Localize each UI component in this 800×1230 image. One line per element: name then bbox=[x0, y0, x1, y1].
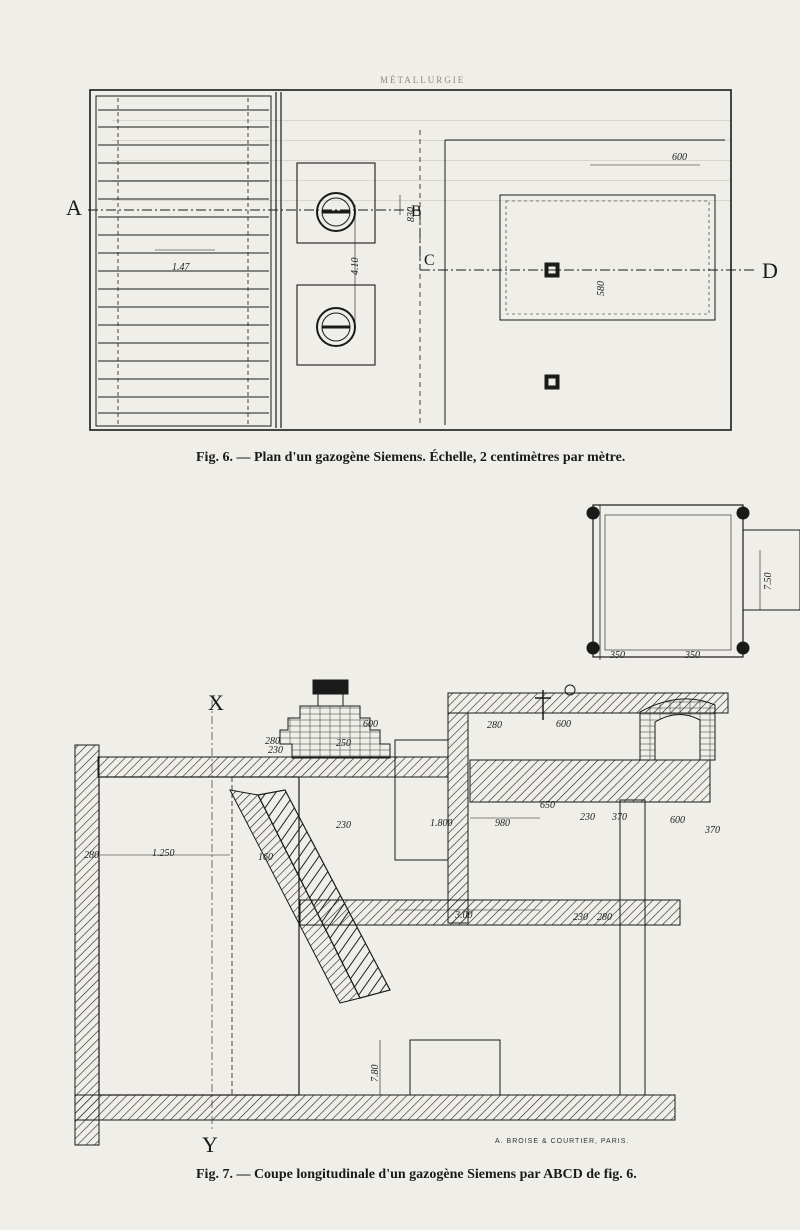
figure6-caption: Fig. 6. — Plan d'un gazogène Siemens. Éc… bbox=[196, 450, 626, 465]
dim-410: 4.10 bbox=[350, 257, 361, 276]
dim7-370: 370 bbox=[612, 812, 627, 823]
dim7-650: 650 bbox=[540, 800, 555, 811]
section-label-y: Y bbox=[202, 1132, 218, 1157]
figure7-section bbox=[74, 504, 800, 1146]
dim7-600-mid: 600 bbox=[556, 719, 571, 730]
bleed-through-text-top bbox=[112, 108, 732, 318]
dim7-350-b: 350 bbox=[685, 650, 700, 661]
dim7-780: 7.80 bbox=[370, 1064, 381, 1083]
figure6-plan bbox=[88, 89, 755, 431]
dim-830: 830 bbox=[406, 207, 417, 222]
section-label-x: X bbox=[208, 690, 224, 715]
dim7-350-a: 350 bbox=[610, 650, 625, 661]
dim7-230-b: 230 bbox=[336, 820, 351, 831]
dim7-250-top: 250 bbox=[336, 738, 351, 749]
running-header: MÉTALLURGIE bbox=[380, 75, 466, 85]
section-label-a: A bbox=[66, 195, 82, 220]
dim7-600-top: 600 bbox=[363, 719, 378, 730]
dim7-280-top: 280 bbox=[265, 736, 280, 747]
section-label-b: B bbox=[411, 203, 422, 220]
printer-imprint: A. BROISE & COURTIER, PARIS. bbox=[495, 1138, 630, 1145]
dim-top-right: 600 bbox=[672, 152, 687, 163]
dim7-980: 980 bbox=[495, 818, 510, 829]
dim7-300: 3.00 bbox=[455, 910, 473, 921]
dim7-230-a: 230 bbox=[268, 745, 283, 756]
dim7-230-c: 230 bbox=[580, 812, 595, 823]
dim7-1800: 1.800 bbox=[430, 818, 453, 829]
dim7-280-mid: 280 bbox=[487, 720, 502, 731]
dim7-280-bot: 280 bbox=[597, 912, 612, 923]
section-label-c: C bbox=[424, 252, 435, 269]
dim7-230-bot: 230 bbox=[573, 912, 588, 923]
dim7-1250: 1.250 bbox=[152, 848, 175, 859]
dim7-280-left: 280 bbox=[84, 850, 99, 861]
section-label-d: D bbox=[762, 258, 778, 283]
dim-580: 580 bbox=[596, 281, 607, 296]
dim-left-width: 1.47 bbox=[172, 262, 190, 273]
dim7-600-right: 600 bbox=[670, 815, 685, 826]
dim7-370-right: 370 bbox=[705, 825, 720, 836]
figure7-caption: Fig. 7. — Coupe longitudinale d'un gazog… bbox=[196, 1167, 637, 1182]
dim7-160: 160 bbox=[258, 852, 273, 863]
dim7-750: 7.50 bbox=[763, 572, 774, 591]
